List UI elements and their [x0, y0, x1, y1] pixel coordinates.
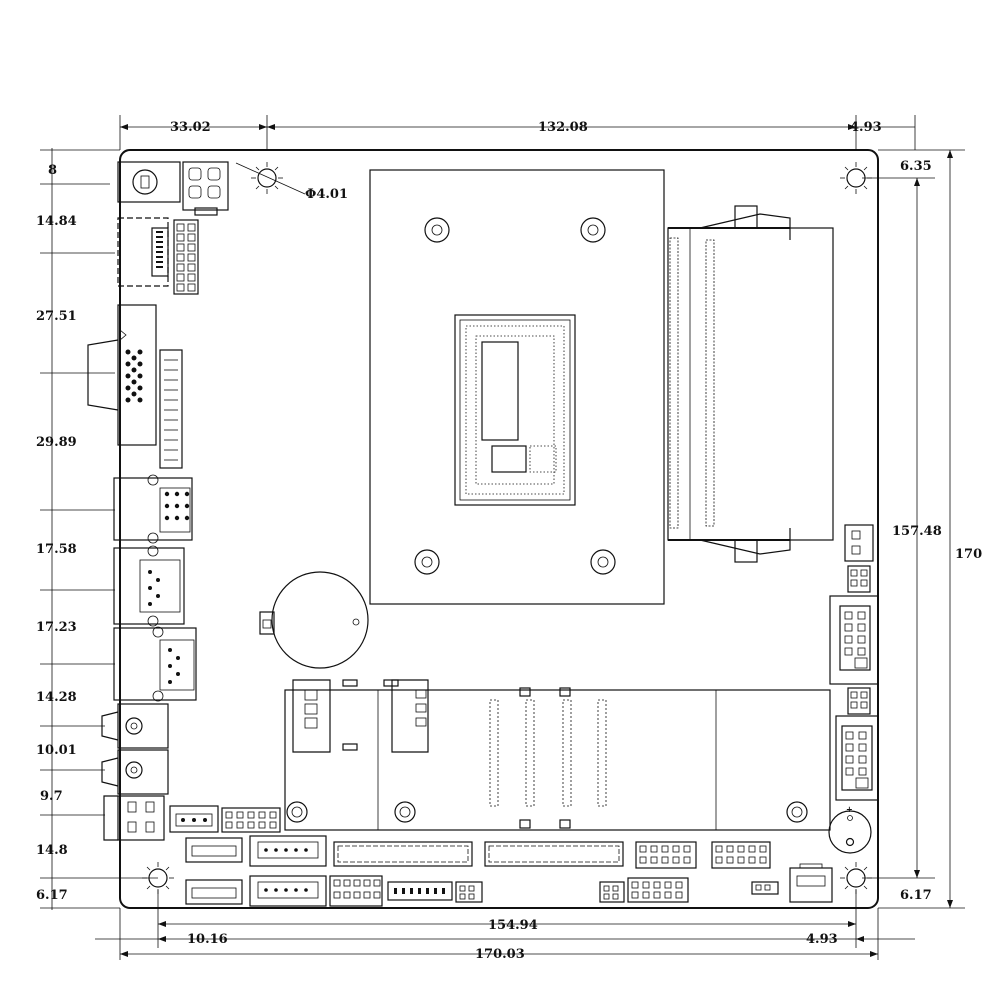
dim-top-right-offset: 4.93: [850, 120, 882, 135]
fan-connector-sys: [169, 805, 219, 833]
sata-connector-2: [249, 875, 327, 907]
dim-left-11: 6.17: [36, 888, 68, 903]
ethernet-port-1: [113, 545, 185, 627]
dim-left-5: 17.58: [36, 542, 77, 557]
sim-card-slot-2: [383, 679, 429, 753]
audio-jack-1: [101, 703, 169, 749]
usb-pin-header: [173, 219, 199, 295]
dim-right-outer-height: 170: [955, 547, 982, 562]
board-outline: [119, 149, 879, 909]
left-dimension-lines: [40, 148, 158, 910]
dim-left-6: 17.23: [36, 620, 77, 635]
svg-text:+: +: [846, 804, 853, 814]
cmos-battery: [259, 571, 369, 669]
bottom-dimension-lines: [95, 890, 915, 960]
hdmi-port: [117, 217, 169, 287]
sodimm-slot: [667, 205, 834, 563]
gpio-header-long-2: [484, 841, 624, 867]
dim-top-left-offset: 33.02: [170, 120, 211, 135]
top-dimension-lines: [119, 115, 916, 150]
gpio-header-long-1: [333, 841, 473, 867]
dim-right-inner-height: 157.48: [892, 524, 942, 539]
dim-left-10: 14.8: [36, 843, 68, 858]
front-panel-header: [635, 841, 697, 869]
mounting-hole-top-left: [235, 162, 306, 195]
usb-header-bottom: [711, 841, 771, 869]
dim-top-middle: 132.08: [538, 120, 588, 135]
dim-right-top-hole: 6.35: [900, 159, 932, 174]
mounting-hole-bottom-right: [840, 862, 872, 894]
audio-header: [329, 875, 383, 907]
buzzer: +: [828, 804, 872, 854]
com-port: [113, 474, 193, 544]
jumper-header-5: [599, 881, 625, 903]
ethernet-port-2: [113, 626, 197, 702]
jumper-header-2: [847, 687, 871, 715]
minipcie-slot-1: [489, 687, 535, 829]
power-connector-4pin: [182, 161, 229, 216]
fan-connector-cpu: [844, 524, 874, 562]
dim-left-8: 10.01: [36, 743, 77, 758]
cpu-chip: [454, 314, 576, 506]
sim-card-slot-1: [292, 679, 358, 753]
mounting-hole-bottom-left: [142, 862, 174, 894]
dim-bottom-right-offset: 4.93: [806, 932, 838, 947]
mounting-hole-top-right: [840, 162, 872, 194]
dc-power-jack: [117, 161, 181, 203]
jumper-header-1: [847, 565, 871, 593]
jumper-header-4: [455, 881, 483, 903]
dim-bottom-left-offset: 10.16: [187, 932, 228, 947]
power-connector-sata-1: [185, 837, 243, 863]
sata-connector-1: [249, 835, 327, 867]
usb-port-dual: [103, 795, 165, 841]
dim-left-4: 29.89: [36, 435, 77, 450]
dim-left-7: 14.28: [36, 690, 77, 705]
dim-bottom-overall-width: 170.03: [475, 947, 525, 962]
minipcie-slot-2: [559, 687, 607, 829]
dim-left-1: 8: [48, 163, 57, 178]
lvds-connector: [159, 349, 183, 469]
power-connector-small: [789, 863, 833, 903]
jumper-header-3: [221, 807, 281, 833]
com-header-2: [835, 715, 879, 801]
com-header-1: [829, 595, 879, 685]
power-connector-sata-2: [185, 879, 243, 905]
dim-bottom-inner-width: 154.94: [488, 918, 538, 933]
right-dimension-lines: [862, 149, 965, 909]
jumper-header-6: [627, 877, 689, 903]
hole-diameter-label: Φ4.01: [305, 187, 348, 202]
audio-jack-2: [101, 749, 169, 795]
dim-left-2: 14.84: [36, 214, 77, 229]
cpu-heatsink-area: [369, 169, 665, 605]
dim-right-bottom-hole: 6.17: [900, 888, 932, 903]
lvds-backlight-header: [387, 881, 453, 901]
dim-left-9: 9.7: [40, 789, 63, 804]
dim-left-3: 27.51: [36, 309, 77, 324]
minipcie-area: [284, 689, 831, 831]
vga-port: [87, 304, 157, 446]
jumper-header-7: [751, 881, 779, 895]
